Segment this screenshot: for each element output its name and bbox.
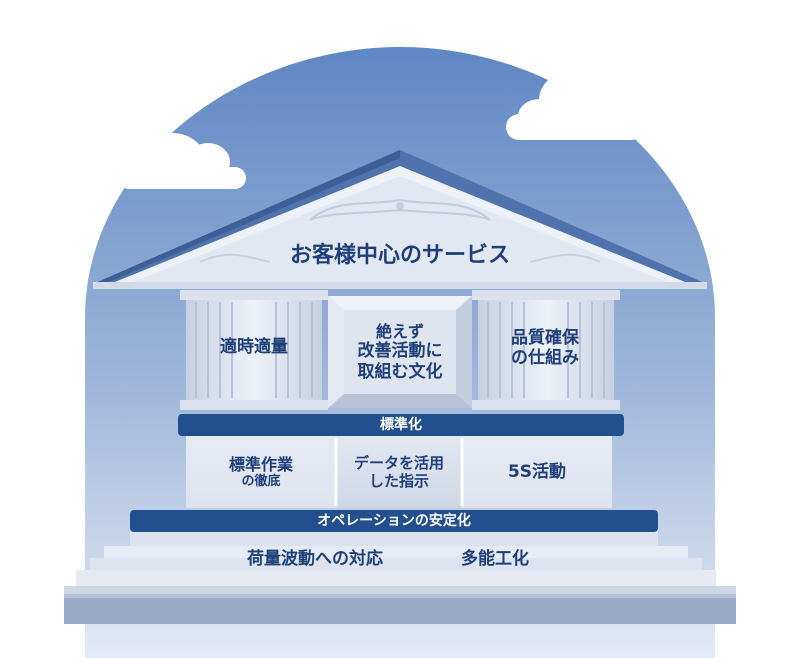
operation-band-label: オペレーションの安定化 xyxy=(317,512,471,529)
roof-title: お客様中心のサービス xyxy=(289,242,510,268)
cloud-right xyxy=(506,70,644,140)
base-left-label: 荷量波動への対応 xyxy=(247,548,383,569)
operation-band-shape xyxy=(130,510,658,532)
middle-right-label: 5S活動 xyxy=(507,461,567,482)
pillar-right-label: 品質確保 の仕組み xyxy=(511,327,579,368)
pillar-center-label: 絶えず 改善活動に 取組む文化 xyxy=(357,322,443,382)
standardization-band-label: 標準化 xyxy=(380,416,422,433)
center-panel xyxy=(328,296,472,408)
standardization-band-shape xyxy=(178,414,624,436)
right-columns xyxy=(472,290,620,410)
cloud-left xyxy=(117,133,246,189)
middle-tier xyxy=(186,436,612,508)
roof xyxy=(93,150,707,289)
left-columns xyxy=(180,290,328,410)
middle-left-label: 標準作業 の徹底 xyxy=(228,454,293,489)
middle-center-label: データを活用 した指示 xyxy=(353,454,444,490)
base-right-label: 多能工化 xyxy=(461,548,529,569)
pillar-left-label: 適時適量 xyxy=(220,336,288,357)
steps xyxy=(64,532,736,624)
